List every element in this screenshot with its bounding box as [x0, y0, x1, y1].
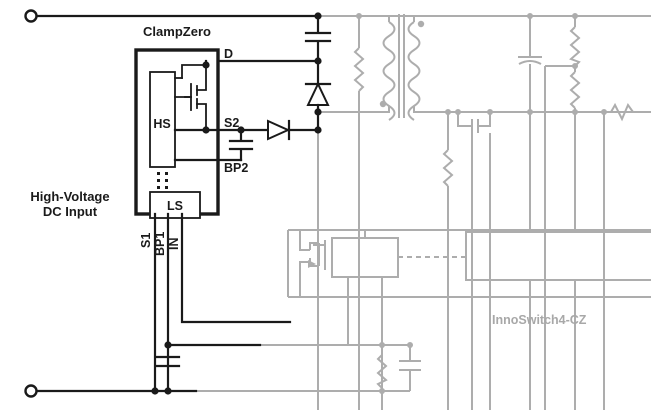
pin-label-bp2: BP2	[224, 161, 248, 175]
clamp-capacitor	[304, 14, 332, 63]
internal-mosfet	[174, 64, 207, 131]
bp2-capacitor	[228, 128, 254, 162]
gray-bottom-rc-network	[168, 342, 421, 394]
gray-feedback-divider	[544, 13, 581, 410]
transformer-primary-dot	[379, 100, 387, 108]
ic-internal-fet	[288, 229, 326, 297]
pin-label-in: IN	[167, 238, 181, 251]
series-diode	[239, 119, 320, 141]
transformer-primary-winding	[318, 15, 396, 121]
input-label-line1: High-Voltage	[30, 189, 109, 204]
ic-pin-crossings	[447, 112, 605, 410]
pin-label-d: D	[224, 47, 233, 61]
gray-node-490-112	[487, 109, 493, 115]
ic-controller-block-secondary	[465, 231, 651, 281]
high-side-label: HS	[153, 117, 170, 131]
pin-label-s2: S2	[224, 116, 239, 130]
gray-node-382-391	[379, 388, 385, 394]
transformer-secondary-dot	[417, 20, 425, 28]
primary-clamp-circuit	[24, 9, 332, 398]
gray-output-capacitor	[518, 13, 542, 115]
gray-node-448-112	[445, 109, 451, 115]
gray-node-530-16	[527, 13, 533, 19]
clampzero-title: ClampZero	[143, 24, 211, 39]
gray-secondary-fet	[455, 109, 493, 410]
low-side-block	[149, 191, 201, 219]
gray-node-458-112	[455, 109, 461, 115]
input-terminal-negative	[24, 384, 38, 398]
transformer-core	[398, 14, 405, 118]
node-s1-bottom	[151, 387, 159, 395]
pin-label-bp1: BP1	[153, 232, 167, 256]
high-side-block	[149, 71, 176, 168]
low-side-label: LS	[167, 199, 183, 213]
input-label-line2: DC Input	[43, 204, 98, 219]
pin-label-s1: S1	[139, 233, 153, 248]
clamp-diode	[304, 59, 332, 114]
gray-series-resistor	[601, 102, 640, 410]
gray-resistor-snubber	[353, 47, 365, 92]
gray-node-575-16	[572, 13, 578, 19]
ic-controller-block-primary	[331, 230, 399, 410]
internal-ellipsis	[157, 172, 168, 189]
innoswitch-ic-outline	[287, 229, 651, 298]
secondary-side-circuit	[168, 13, 651, 410]
pin-in-wire	[180, 212, 292, 324]
innoswitch-label: InnoSwitch4-CZ	[492, 313, 587, 327]
node-mosfet-source	[202, 126, 210, 134]
input-terminal-positive	[24, 9, 38, 23]
bp1-capacitor	[155, 355, 181, 368]
node-bp1-bottom	[164, 387, 172, 395]
